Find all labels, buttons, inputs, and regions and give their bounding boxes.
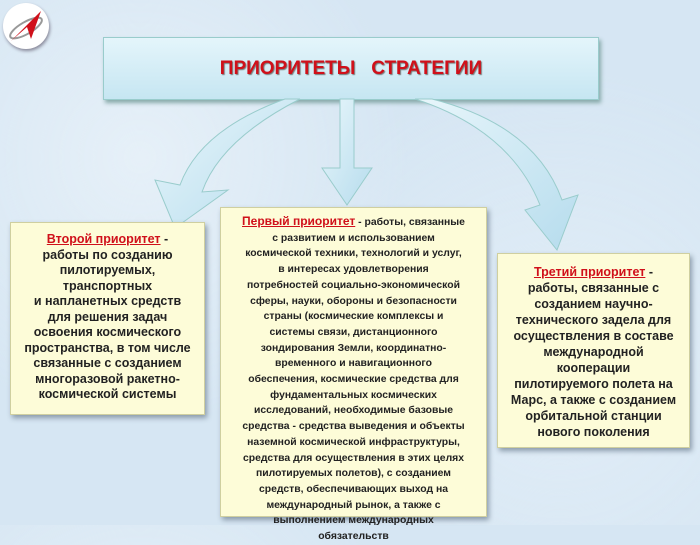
roscosmos-logo (3, 3, 49, 49)
arrow-right (414, 98, 579, 251)
arrow-center (321, 98, 373, 206)
first-priority-box: Первый приоритет - работы, связанные с р… (220, 207, 487, 542)
second-priority-heading: Второй приоритет (46, 232, 161, 246)
first-priority-heading: Первый приоритет (242, 214, 356, 228)
third-priority-heading: Третий приоритет (533, 265, 646, 279)
page-title: ПРИОРИТЕТЫ СТРАТЕГИИ (103, 37, 599, 100)
third-priority-box: Третий приоритет - работы, связанные с с… (497, 253, 690, 448)
second-priority-box: Второй приоритет - работы по созданию пи… (10, 222, 205, 415)
